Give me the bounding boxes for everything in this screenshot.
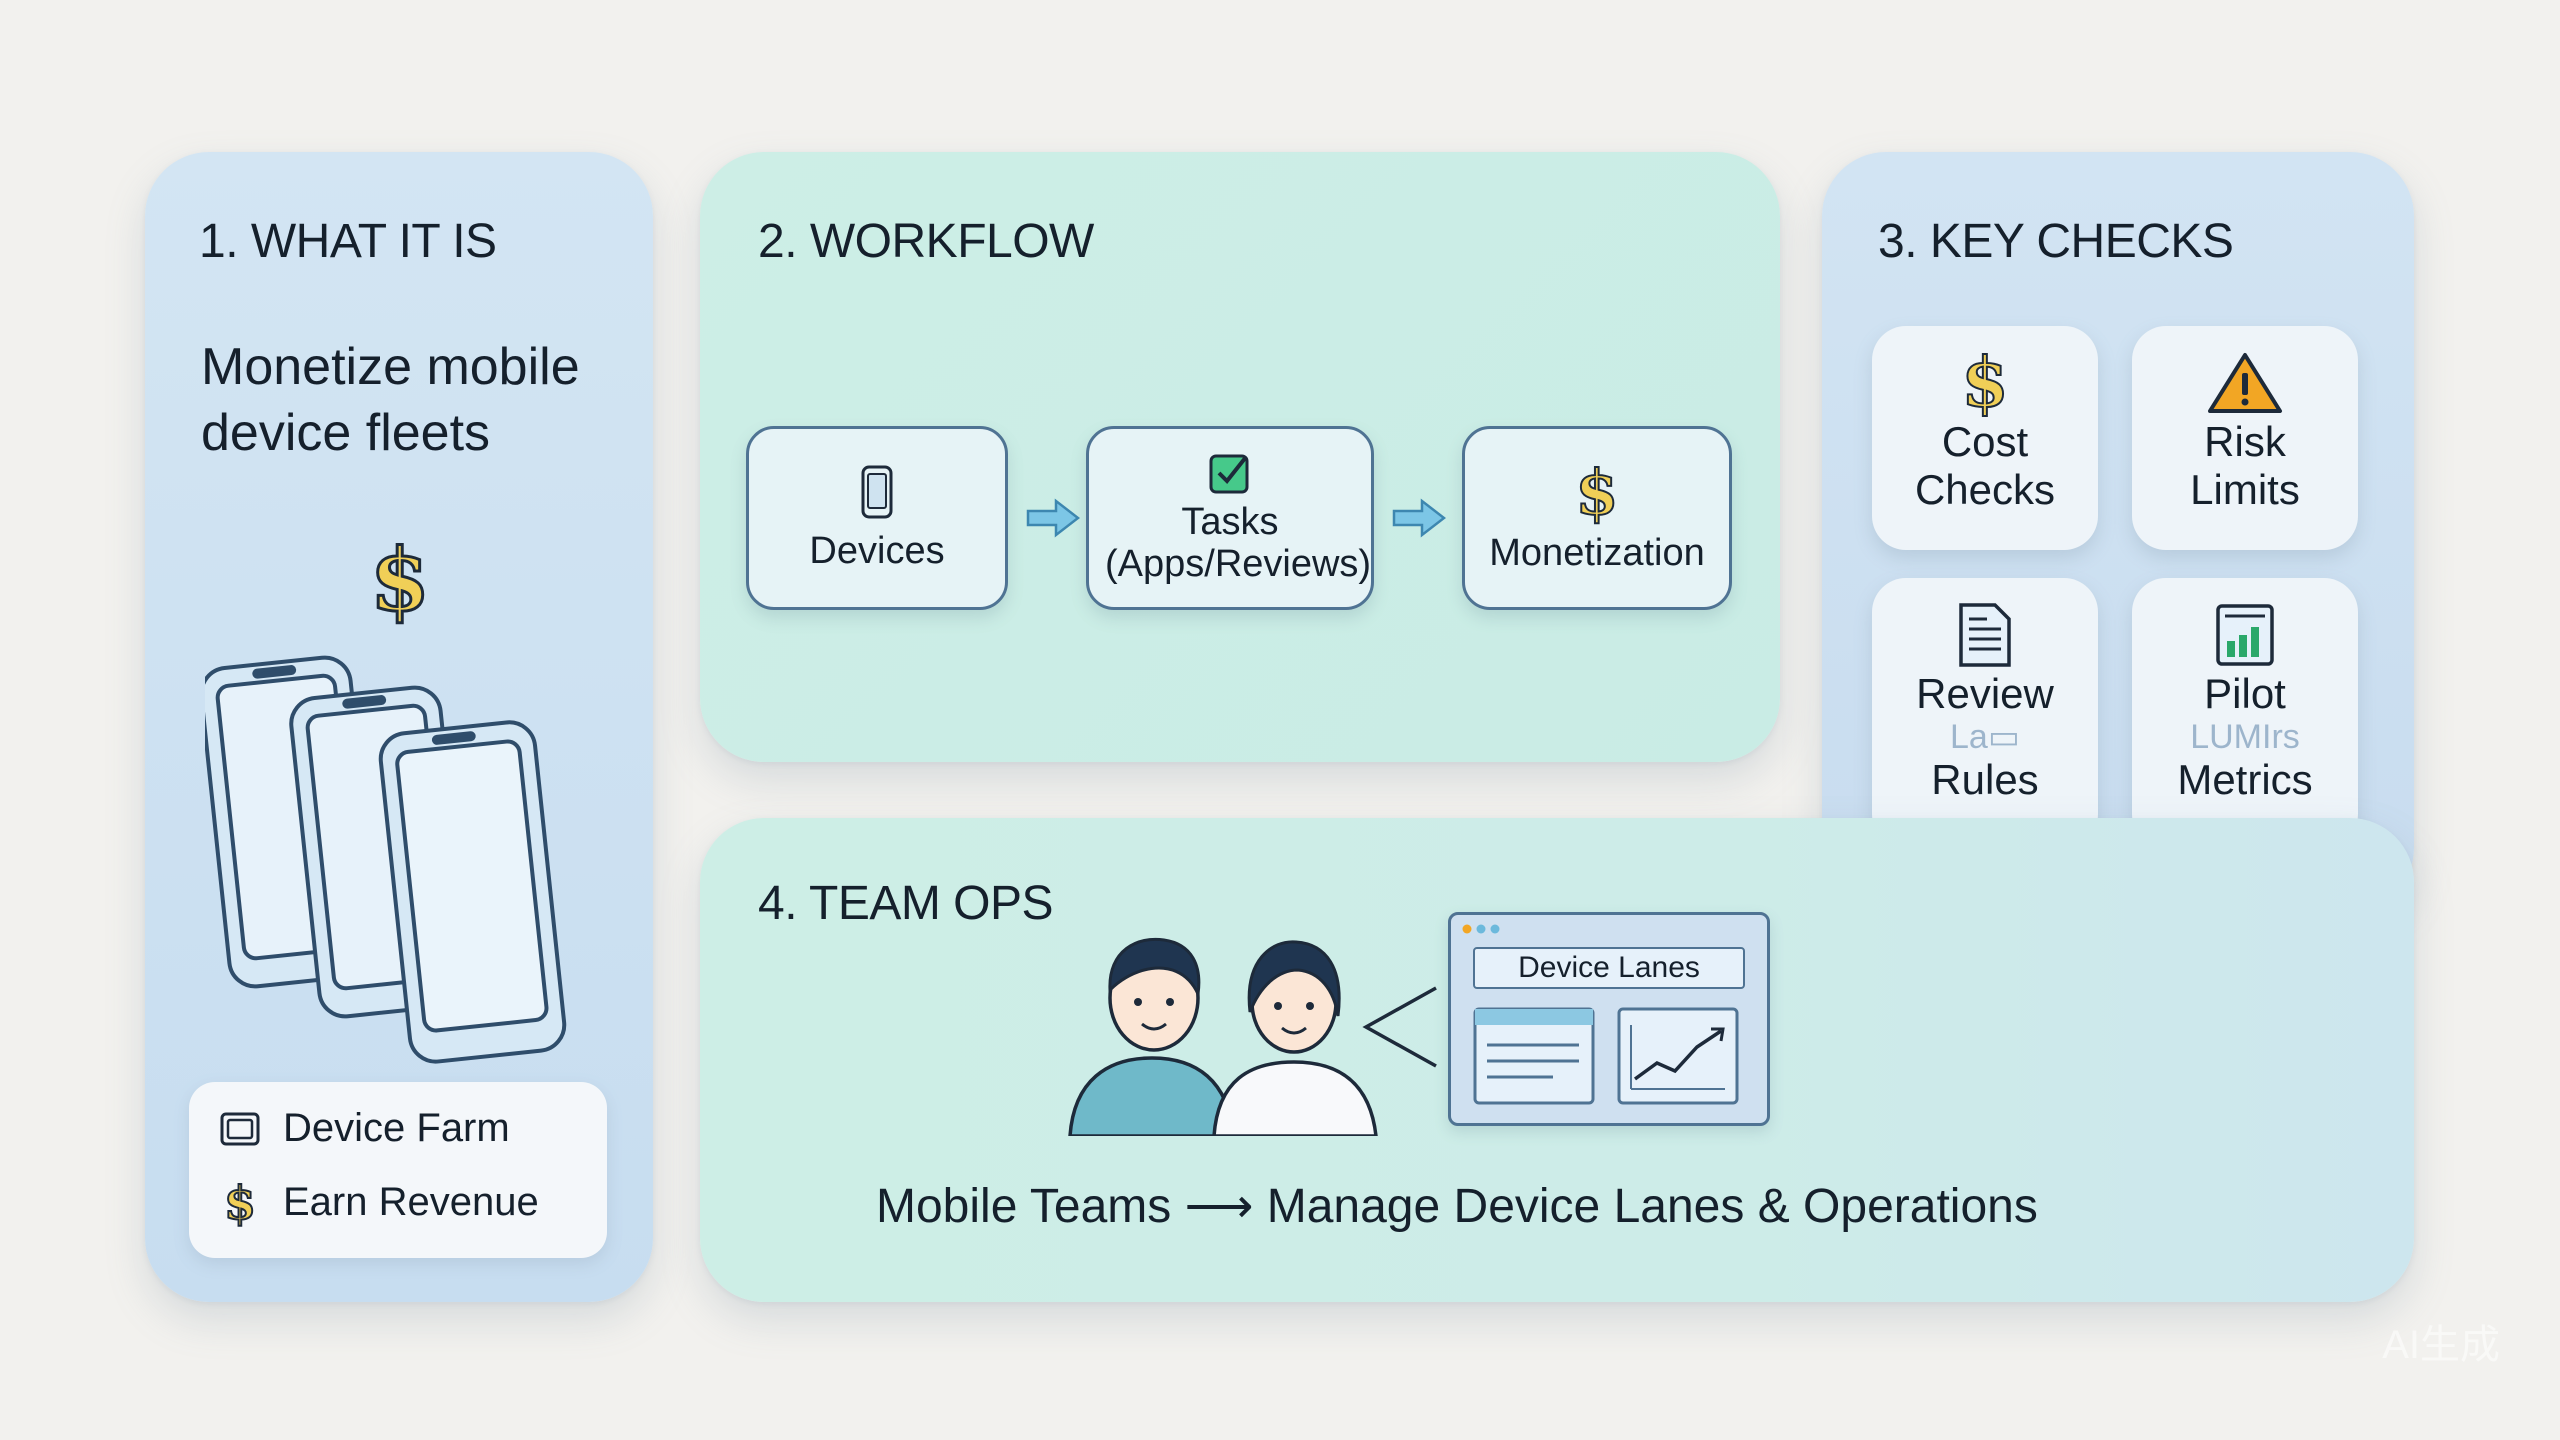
window-content-list-icon bbox=[1473, 1007, 1595, 1105]
card-line: Limits bbox=[2190, 466, 2300, 513]
what-it-is-panel: 1. WHAT IT IS Monetize mobile device fle… bbox=[145, 152, 653, 1302]
card-line: Rules bbox=[1931, 756, 2039, 803]
card-faint-text: LUMIrs bbox=[2190, 718, 2300, 756]
check-card-review: Review La▭ Rules bbox=[1872, 578, 2098, 848]
step-label: Tasks (Apps/Reviews) bbox=[1105, 501, 1372, 585]
dollar-icon: $ bbox=[369, 529, 432, 633]
panel-title: 2. WORKFLOW bbox=[758, 215, 1094, 268]
phone-stack-icon bbox=[205, 655, 567, 1136]
card-line: Pilot bbox=[2204, 670, 2286, 717]
bar-chart-icon bbox=[2216, 604, 2274, 666]
window-label: Device Lanes bbox=[1473, 947, 1745, 989]
card-faint-text: La▭ bbox=[1950, 718, 2020, 756]
card-line: Cost bbox=[1941, 418, 2029, 465]
workflow-step-tasks: Tasks (Apps/Reviews) bbox=[1086, 426, 1374, 610]
team-ops-panel: 4. TEAM OPS Device Lanes Mobile Teams ⟶ … bbox=[700, 818, 2414, 1302]
legend-label: Earn Revenue bbox=[283, 1180, 539, 1224]
panel-title: 4. TEAM OPS bbox=[758, 877, 1054, 930]
phone-icon bbox=[861, 465, 893, 519]
line-chart-icon bbox=[1617, 1007, 1739, 1105]
panel-subtitle: Monetize mobile device fleets bbox=[201, 338, 580, 462]
step-label: Devices bbox=[809, 530, 945, 572]
window-dots-icon bbox=[1462, 924, 1500, 934]
legend: Device Farm $ Earn Revenue bbox=[189, 1082, 607, 1258]
document-icon bbox=[1959, 603, 2011, 667]
chevron-left-icon bbox=[1362, 986, 1437, 1068]
check-card-cost: $ Cost Checks bbox=[1872, 326, 2098, 550]
device-farm-icon bbox=[219, 1108, 261, 1150]
card-line: Checks bbox=[1914, 466, 2056, 513]
team-ops-caption: Mobile Teams ⟶ Manage Device Lanes & Ope… bbox=[876, 1180, 2038, 1233]
check-card-pilot: Pilot LUMIrs Metrics bbox=[2132, 578, 2358, 848]
warning-icon bbox=[2208, 353, 2282, 413]
workflow-step-devices: Devices bbox=[746, 426, 1008, 610]
arrow-icon bbox=[1392, 498, 1446, 538]
check-card-risk: Risk Limits bbox=[2132, 326, 2358, 550]
arrow-icon bbox=[1026, 498, 1080, 538]
dollar-icon: $ bbox=[223, 1175, 257, 1230]
dollar-icon: $ bbox=[1960, 343, 2009, 423]
workflow-panel: 2. WORKFLOW Devices Tasks (Apps/Reviews)… bbox=[700, 152, 1780, 762]
workflow-step-monetization: $ Monetization bbox=[1462, 426, 1732, 610]
panel-title: 1. WHAT IT IS bbox=[199, 215, 497, 268]
card-line: Review bbox=[1916, 670, 2054, 717]
checkbox-icon bbox=[1209, 454, 1249, 494]
device-lanes-window: Device Lanes bbox=[1448, 912, 1770, 1126]
legend-label: Device Farm bbox=[283, 1106, 510, 1150]
legend-item-device-farm: Device Farm bbox=[219, 1106, 510, 1151]
legend-item-earn-revenue: $ Earn Revenue bbox=[219, 1175, 539, 1230]
panel-title: 3. KEY CHECKS bbox=[1878, 215, 2234, 268]
step-label: Monetization bbox=[1489, 532, 1705, 574]
key-checks-panel: 3. KEY CHECKS $ Cost Checks Risk Limits … bbox=[1822, 152, 2414, 912]
card-line: Risk bbox=[2204, 418, 2286, 465]
dollar-icon: $ bbox=[1574, 456, 1619, 529]
watermark: AI生成 bbox=[2382, 1323, 2500, 1367]
card-line: Metrics bbox=[2177, 756, 2313, 803]
team-people-icon bbox=[1068, 937, 1378, 1136]
